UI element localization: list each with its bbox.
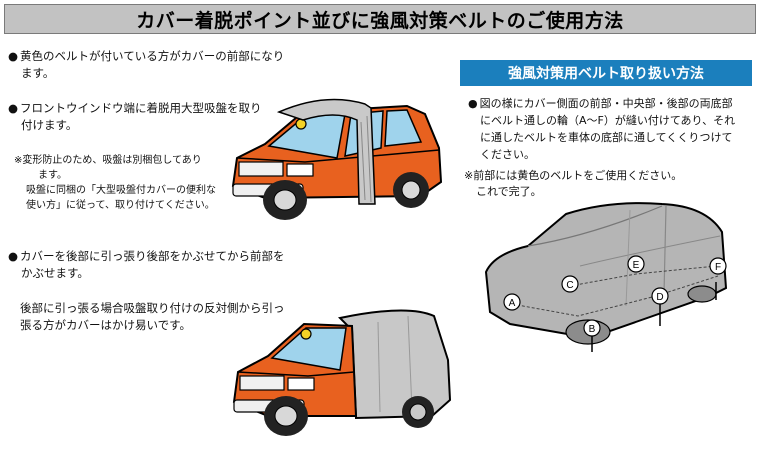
note-line3: 吸盤に同梱の「大型吸盤付カバーの便利な [26, 185, 216, 196]
instruction-1: ●黄色のベルトが付いている方がカバーの前部になり ます。 [8, 48, 284, 82]
bullet-icon: ● [468, 97, 478, 110]
svg-text:E: E [633, 260, 640, 271]
belt-point-f: F [709, 257, 727, 275]
belt-section-header: 強風対策用ベルト取り扱い方法 [460, 60, 752, 86]
instruction-2-line1: フロントウインドウ端に着脱用大型吸盤を取り [20, 101, 262, 115]
note-line1: ※変形防止のため、吸盤は別梱包してあり [14, 155, 202, 166]
svg-text:D: D [656, 292, 663, 303]
belt-point-a: A [503, 293, 521, 311]
instruction-4-line2: 張る方がカバーはかけ易いです。 [20, 318, 192, 332]
bullet-icon: ● [8, 49, 19, 63]
belt-note-line2: これで完了。 [476, 185, 542, 198]
instruction-3-line2: かぶせます。 [21, 266, 89, 280]
instruction-2-line2: 付けます。 [21, 118, 78, 132]
instruction-4-line1: 後部に引っ張る場合吸盤取り付けの反対側から引っ [20, 301, 285, 315]
svg-text:F: F [715, 262, 721, 273]
svg-text:B: B [589, 324, 596, 335]
bullet-icon: ● [8, 101, 19, 115]
page-title: カバー着脱ポイント並びに強風対策ベルトのご使用方法 [4, 4, 756, 34]
belt-point-b: B [583, 319, 601, 337]
belt-point-e: E [627, 255, 645, 273]
belt-instruction-line4: ください。 [480, 148, 535, 161]
belt-instruction-line2: にベルト通しの輪（A〜F）が縫い付けてあり、それ [480, 114, 736, 127]
car-cover-illustration-2 [232, 309, 452, 436]
belt-instruction-line3: に通したベルトを車体の底部に通してくくりつけて [480, 131, 733, 144]
instruction-1-line1: 黄色のベルトが付いている方がカバーの前部になり [20, 49, 285, 63]
instruction-3-line1: カバーを後部に引っ張り後部をかぶせてから前部を [20, 249, 285, 263]
svg-text:C: C [566, 280, 573, 291]
belt-note-line1: ※前部には黄色のベルトをご使用ください。 [464, 169, 683, 182]
suction-cup-note: ※変形防止のため、吸盤は別梱包してあり ます。 吸盤に同梱の「大型吸盤付カバーの… [14, 153, 216, 213]
svg-text:A: A [509, 298, 516, 309]
instruction-2: ●フロントウインドウ端に着脱用大型吸盤を取り 付けます。 [8, 100, 262, 134]
belt-instruction: ●図の様にカバー側面の前部・中央部・後部の両底部 にベルト通しの輪（A〜F）が縫… [468, 95, 735, 163]
car-cover-illustration-1 [231, 98, 443, 220]
note-line4: 使い方」に従って、取り付けてください。 [26, 200, 215, 211]
note-line2: ます。 [38, 170, 67, 181]
instruction-1-line2: ます。 [21, 66, 55, 80]
bullet-icon: ● [8, 249, 19, 263]
instruction-4: 後部に引っ張る場合吸盤取り付けの反対側から引っ 張る方がカバーはかけ易いです。 [20, 300, 285, 334]
instruction-3: ●カバーを後部に引っ張り後部をかぶせてから前部を かぶせます。 [8, 248, 285, 282]
covered-car-belt-diagram: A B C D E F [484, 202, 728, 352]
belt-instruction-line1: 図の様にカバー側面の前部・中央部・後部の両底部 [479, 97, 733, 110]
belt-point-d: D [651, 287, 669, 305]
belt-point-c: C [561, 275, 579, 293]
belt-note: ※前部には黄色のベルトをご使用ください。 これで完了。 [464, 168, 682, 200]
